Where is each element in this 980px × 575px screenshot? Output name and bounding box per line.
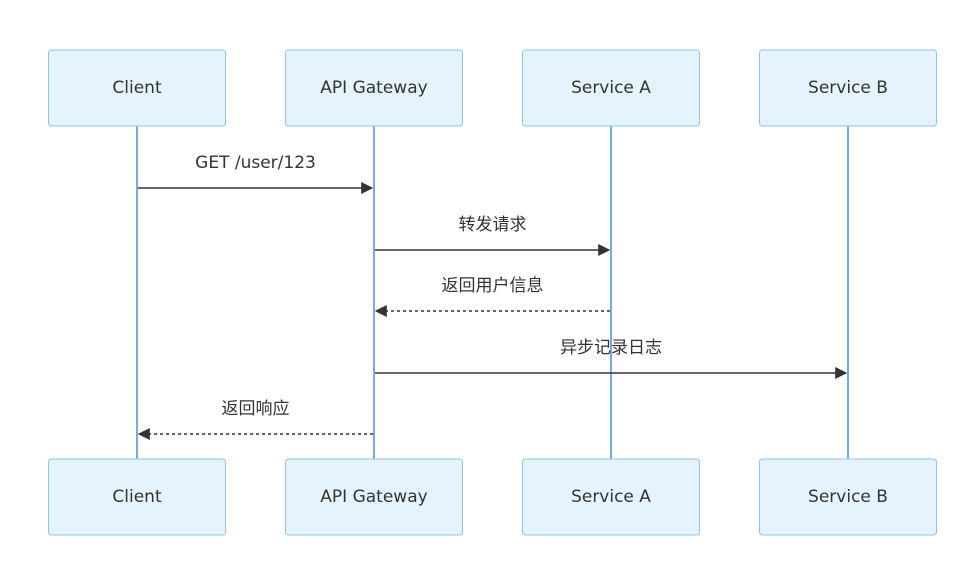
participant-box	[48, 458, 226, 536]
participant-client-bottom: Client	[48, 458, 226, 536]
participant-label: API Gateway	[320, 487, 427, 507]
participant-label: Service A	[571, 487, 651, 507]
actors-bottom: Client API Gateway Service A Service B	[48, 458, 937, 536]
participant-box	[759, 49, 937, 127]
participant-serviceB-bottom: Service B	[759, 458, 937, 536]
participant-label: Service B	[808, 487, 888, 507]
participant-label: API Gateway	[320, 78, 427, 98]
participant-label: Service A	[571, 78, 651, 98]
participant-box	[522, 458, 700, 536]
participant-client-top: Client	[48, 49, 226, 127]
participant-serviceA-top: Service A	[522, 49, 700, 127]
message-label: 转发请求	[459, 215, 527, 235]
participant-gateway-bottom: API Gateway	[285, 458, 463, 536]
participant-label: Service B	[808, 78, 888, 98]
participant-box	[522, 49, 700, 127]
message-2: 转发请求	[375, 215, 611, 256]
message-1: GET /user/123	[138, 153, 374, 194]
participant-box	[759, 458, 937, 536]
participant-box	[285, 49, 463, 127]
participant-label: Client	[112, 78, 162, 98]
participant-serviceB-top: Service B	[759, 49, 937, 127]
message-label: 返回用户信息	[442, 276, 544, 296]
message-5: 返回响应	[137, 399, 373, 440]
message-label: 异步记录日志	[560, 338, 662, 358]
participant-label: Client	[112, 487, 162, 507]
message-label: 返回响应	[222, 399, 290, 419]
message-3: 返回用户信息	[374, 276, 610, 317]
lifelines	[136, 126, 849, 459]
message-label: GET /user/123	[195, 153, 316, 173]
participant-box	[48, 49, 226, 127]
participant-box	[285, 458, 463, 536]
participant-gateway-top: API Gateway	[285, 49, 463, 127]
message-4: 异步记录日志	[375, 338, 848, 379]
participant-serviceA-bottom: Service A	[522, 458, 700, 536]
actors-top: Client API Gateway Service A Service B	[48, 49, 937, 127]
